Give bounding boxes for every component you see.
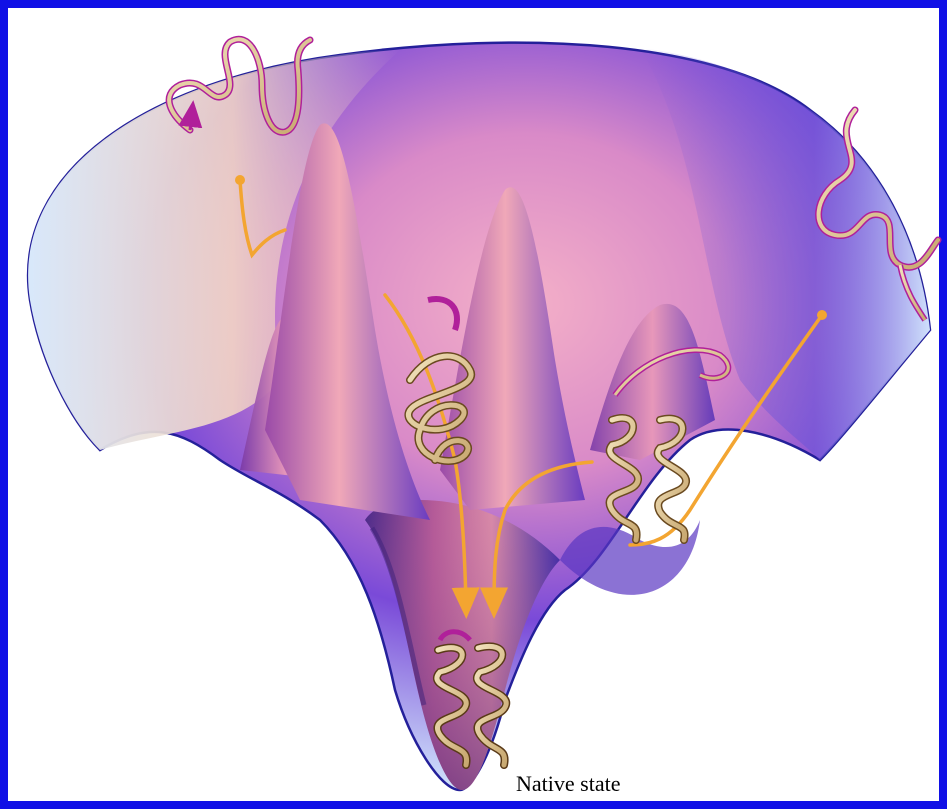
native-state-label: Native state <box>516 771 620 797</box>
